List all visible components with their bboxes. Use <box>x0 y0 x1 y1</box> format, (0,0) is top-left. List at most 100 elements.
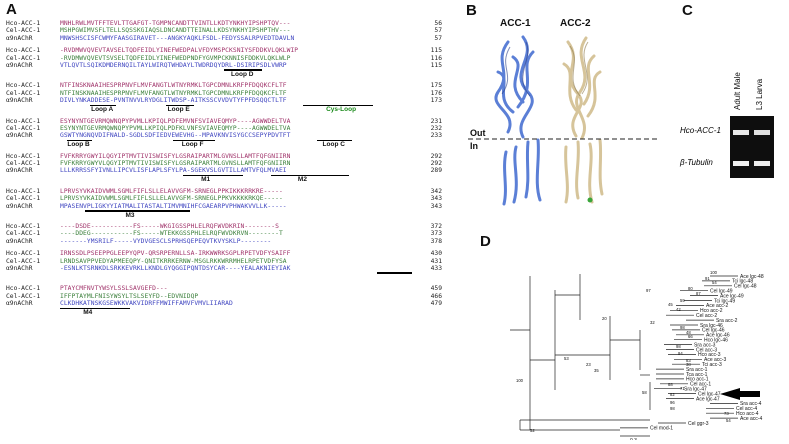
tree-tip-label: Cel lgc-49 <box>710 289 733 295</box>
sequence-name: Hco-ACC-1 <box>6 47 41 55</box>
residue-number: 289 <box>430 167 442 175</box>
tree-tip-label: Hco acc-1 <box>686 377 709 383</box>
tree-tip-label: Tci lgc-48 <box>732 279 753 285</box>
acc2-subunit <box>562 36 604 204</box>
alignment-annotations: M3 <box>6 210 448 219</box>
tree-tip-label: Sra acc-4 <box>740 401 762 407</box>
lane-adult-male: Adult Male <box>733 72 742 110</box>
band-tubulin-label: β-Tubulin <box>680 158 713 167</box>
sequence-name: Hco-ACC-1 <box>6 152 41 160</box>
bootstrap-value: 54 <box>712 280 717 285</box>
bootstrap-value: 58 <box>642 390 647 395</box>
region-label: M3 <box>125 211 135 219</box>
sequence-name: Cel-ACC-1 <box>6 89 41 97</box>
residue-number: 292 <box>430 152 442 160</box>
region-label: Loop D <box>231 70 254 78</box>
residue-number: 343 <box>430 195 442 203</box>
residue-number: 57 <box>434 34 442 42</box>
residue-number: 430 <box>430 250 442 258</box>
bootstrap-value: 91 <box>705 276 710 281</box>
scale-bar-label: 0.3 <box>630 438 637 440</box>
residue-number: 372 <box>430 223 442 231</box>
alignment-row: Cel-ACC-1 -RVDMWVQVEVTSVSELTQDFEIDLYINEFW… <box>6 55 448 62</box>
bootstrap-value: 66 <box>688 334 693 339</box>
tree-tip-label: Sra acc-3 <box>694 342 716 348</box>
sequence-residues: ----DDEG-----------FS-----WTEKKGSSPHLELR… <box>60 230 283 238</box>
residue-number: 231 <box>430 117 442 125</box>
residue-number: 373 <box>430 230 442 238</box>
bootstrap-value: 54 <box>726 418 731 423</box>
sequence-residues: -RVDMWVQVEVTSVSELTQDFEIDLYINEFWEDPNDFYGV… <box>60 54 291 62</box>
tree-tip-label: Sra acc-2 <box>716 318 738 324</box>
panel-letter-d: D <box>480 233 491 250</box>
tree-tip-label: Cel acc-3 <box>696 347 717 353</box>
residue-number: 459 <box>430 285 442 293</box>
sequence-alignment: Hco-ACC-1 MNHLRWLMVTFFTEVLTTGAFGT-TGMPNCA… <box>6 20 448 321</box>
gel-panel: Adult Male L3 Larva Hco-ACC-1 β-Tubulin <box>680 60 789 195</box>
region-label: Loop B <box>67 141 90 149</box>
residue-number: 173 <box>430 97 442 105</box>
alignment-block: Hco-ACC-1-RVDMWVQVEVTAVSELTQDFEIDLYINEFW… <box>6 47 448 78</box>
residue-number: 292 <box>430 160 442 168</box>
region-label: M4 <box>83 309 93 317</box>
sequence-residues: LRNDSAVPPVEDYAPMEEQPY-QNITKRRKERNW-MSGLR… <box>60 257 287 265</box>
sequence-name: α9nAChR <box>6 264 33 272</box>
residue-number: 343 <box>430 202 442 210</box>
region-label: M1 <box>201 176 211 184</box>
region-underline <box>84 210 191 212</box>
alignment-row: Hco-ACC-1----DSDE-----------FS-----WKGIG… <box>6 223 448 230</box>
residue-number: 176 <box>430 89 442 97</box>
acc1-subunit <box>494 35 542 206</box>
sequence-residues: LPRVSYVKAIDVWMLSGMLFIFLSLLELAVVGFM-SRNEG… <box>60 187 283 195</box>
tree-tip-label: Hco acc-3 <box>698 352 721 358</box>
alignment-annotations <box>6 272 448 280</box>
region-underline <box>316 139 353 142</box>
alignment-annotations: M4 <box>6 307 448 317</box>
sequence-residues: DIVLYNKADDESE-PVNTNVVLRYDGLITWDSP-AITKSS… <box>60 97 287 105</box>
sequence-name: α9nAChR <box>6 61 33 69</box>
sequence-name: α9nAChR <box>6 300 33 308</box>
arrow-icon <box>720 388 760 400</box>
sequence-name: Cel-ACC-1 <box>6 54 41 62</box>
sequence-residues: LPRVSYVKAIDVWMLSGMLFIFLSLLELAVVGFM-SRNEG… <box>60 195 283 203</box>
acc1-label: ACC-1 <box>500 18 531 29</box>
region-underline <box>302 104 374 107</box>
alignment-row: Cel-ACC-1 LPRVSYVKAIDVWMLSGMLFIFLSLLELAVV… <box>6 195 448 202</box>
bootstrap-value: 100 <box>710 270 718 275</box>
bootstrap-value: 98 <box>676 344 681 349</box>
residue-number: 433 <box>430 264 442 272</box>
tree-tip-label: Ace acc-2 <box>706 303 728 309</box>
bootstrap-value: 53 <box>564 356 569 361</box>
panel-letter-a: A <box>6 1 17 18</box>
bootstrap-value: 45 <box>668 302 673 307</box>
sequence-name: Cel-ACC-1 <box>6 195 41 203</box>
residue-number: 232 <box>430 124 442 132</box>
tree-tip-label: Cel lgc-47 <box>698 391 721 397</box>
sequence-name: Cel-ACC-1 <box>6 230 41 238</box>
sequence-residues: FVFKRRYGWYILQGYIPTMVTIVISWISFYLGSRAIPART… <box>60 152 291 160</box>
in-label: In <box>470 141 478 151</box>
bootstrap-value: 98 <box>670 406 675 411</box>
region-underline <box>67 139 92 142</box>
tree-tip-label: Cel acc-4 <box>736 406 757 412</box>
bootstrap-value: 94 <box>678 351 683 356</box>
sequence-residues: MNHLRWLMVTFFTEVLTTGAFGT-TGMPNCANDTTVINTL… <box>60 20 291 27</box>
bootstrap-value: 35 <box>594 368 599 373</box>
sequence-name: Hco-ACC-1 <box>6 223 41 231</box>
tree-tip-label: Tci acc-3 <box>702 362 722 368</box>
bootstrap-value: 96 <box>670 400 675 405</box>
sequence-name: α9nAChR <box>6 237 33 245</box>
sequence-residues: PTAYCMFNVTYWSYLSSLSAVGEFD--- <box>60 285 168 293</box>
sequence-name: α9nAChR <box>6 132 33 140</box>
tree-tip-label: Hco acc-2 <box>700 308 723 314</box>
